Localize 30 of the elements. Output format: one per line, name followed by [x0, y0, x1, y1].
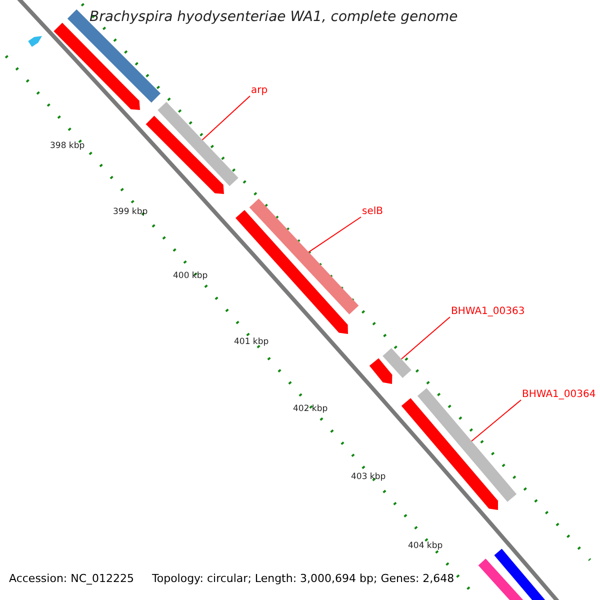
- gene-feature: [28, 36, 42, 47]
- gene-feature: [54, 22, 140, 110]
- gene-feature: [249, 198, 359, 314]
- scale-label: 400 kbp: [173, 272, 208, 280]
- scale-label: 401 kbp: [234, 338, 269, 346]
- leader-line: [308, 216, 362, 253]
- scale-label: 403 kbp: [351, 472, 386, 481]
- gene-feature: [417, 388, 517, 502]
- leader-line: [400, 316, 450, 360]
- gene-label: BHWA1_00363: [451, 307, 525, 317]
- leader-line: [202, 96, 250, 140]
- gene-feature: [401, 398, 498, 510]
- diagram-title: Brachyspira hyodysenteriae WA1, complete genome: [90, 10, 458, 24]
- genome-info-text: Topology: circular; Length: 3,000,694 bp; Genes: 2,648: [152, 573, 454, 584]
- gene-feature: [369, 358, 392, 384]
- gene-feature: [158, 102, 238, 186]
- gene-label: arp: [251, 86, 268, 96]
- scale-label: 399 kbp: [113, 208, 148, 216]
- gene-feature: [494, 548, 546, 600]
- scale-label: 404 kbp: [408, 542, 443, 550]
- gene-feature: [236, 210, 348, 334]
- accession-text: Accession: NC_012225: [9, 573, 134, 584]
- scale-label: 398 kbp: [50, 142, 85, 150]
- leader-line: [471, 400, 522, 442]
- gene-label: selB: [362, 207, 384, 217]
- gene-feature: [146, 116, 224, 194]
- gene-label: BHWA1_00364: [522, 390, 596, 400]
- gene-feature: [478, 558, 524, 600]
- gene-feature: [382, 348, 412, 378]
- scale-label: 402 kbp: [293, 404, 328, 413]
